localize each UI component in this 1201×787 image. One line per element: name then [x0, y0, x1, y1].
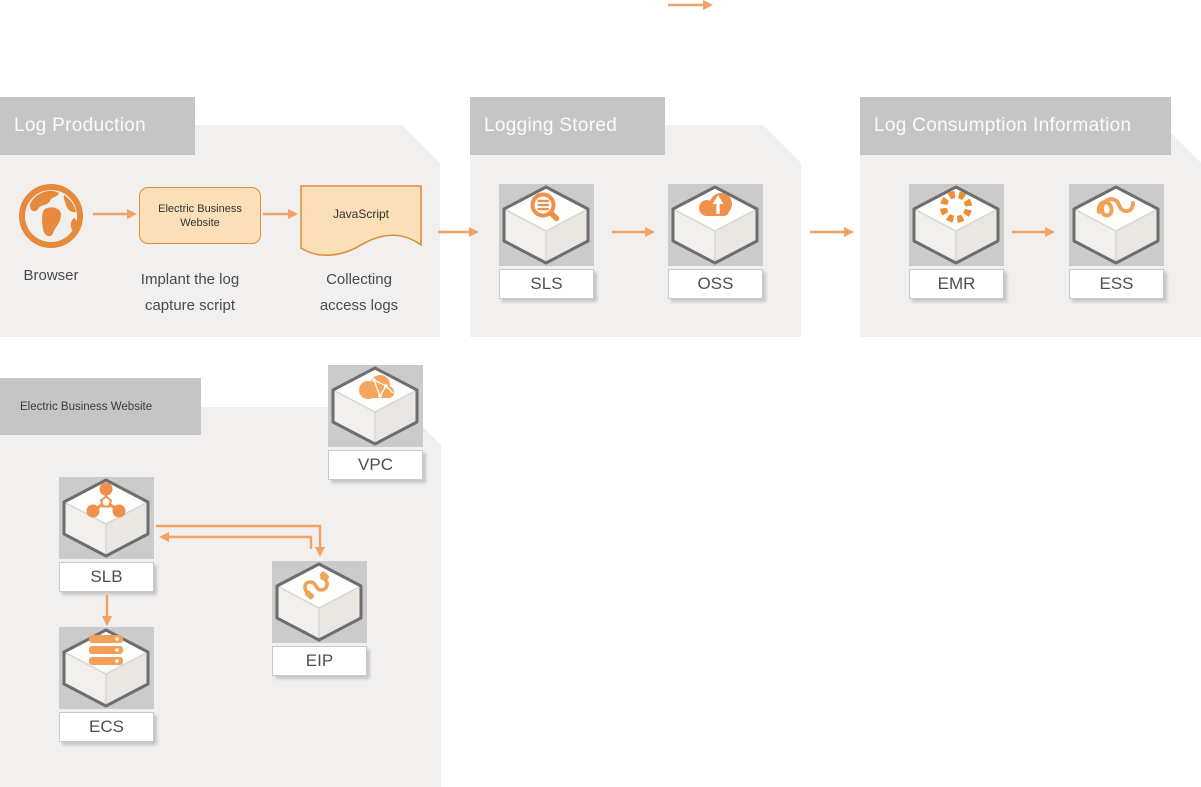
oss-label: OSS [668, 269, 763, 299]
sls-plate [499, 184, 594, 266]
website-process-box: Electric Business Website [139, 187, 261, 244]
ess-plate [1069, 184, 1164, 266]
javascript-document-shape: JavaScript [300, 185, 422, 261]
browser-label: Browser [23, 267, 79, 284]
browser-globe-icon [19, 184, 83, 248]
oss-plate [668, 184, 763, 266]
document-outline [300, 185, 422, 257]
caption-implant-script: Implant the log capture script [140, 271, 240, 314]
caption-collect-logs: Collecting access logs [319, 271, 399, 314]
cable-plug-icon [303, 571, 330, 600]
load-balancer-icon [86, 482, 126, 518]
slb-label: SLB [59, 562, 154, 592]
ecs-plate [59, 627, 154, 709]
server-stack-icon [89, 635, 123, 665]
emr-label: EMR [909, 269, 1004, 299]
node-vpc: VPC [328, 365, 423, 480]
sls-label: SLS [499, 269, 594, 299]
cloud-network-icon [359, 375, 394, 399]
emr-plate [909, 184, 1004, 266]
node-ecs: ECS [59, 627, 154, 742]
slb-plate [59, 477, 154, 559]
section-title-log-production: Log Production [0, 97, 195, 155]
eip-plate [272, 561, 367, 643]
javascript-document-label: JavaScript [332, 207, 390, 221]
node-slb: SLB [59, 477, 154, 592]
elastic-coil-icon [1096, 197, 1135, 218]
vpc-label: VPC [328, 450, 423, 480]
node-ess: ESS [1069, 184, 1164, 299]
cloud-upload-icon [699, 193, 732, 216]
log-search-icon [530, 192, 560, 222]
vpc-plate [328, 365, 423, 447]
node-eip: EIP [272, 561, 367, 676]
ess-label: ESS [1069, 269, 1164, 299]
node-oss: OSS [668, 184, 763, 299]
node-sls: SLS [499, 184, 594, 299]
section-title-electric-business-website: Electric Business Website [0, 378, 201, 435]
node-emr: EMR [909, 184, 1004, 299]
eip-label: EIP [272, 646, 367, 676]
website-process-box-label: Electric Business Website [158, 202, 242, 229]
ecs-label: ECS [59, 712, 154, 742]
section-title-logging-stored: Logging Stored [470, 97, 665, 155]
section-title-log-consumption: Log Consumption Information [860, 97, 1171, 155]
